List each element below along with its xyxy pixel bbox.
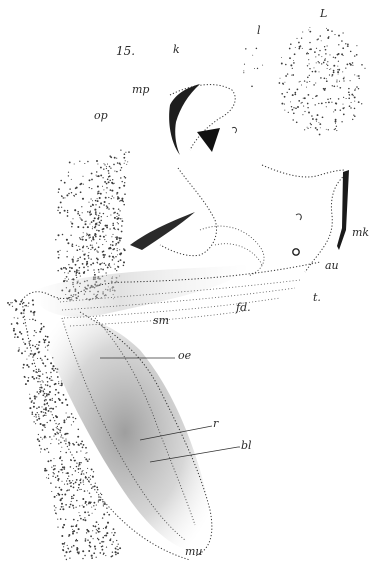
label-mp: mp xyxy=(132,84,149,95)
triangular-mark xyxy=(197,128,220,152)
label-mk: mk xyxy=(352,227,369,238)
label-op: op xyxy=(94,110,108,121)
tongue-contour xyxy=(160,168,217,256)
label-oe: oe xyxy=(178,350,191,361)
right-contour xyxy=(305,175,345,272)
tongue-dark-edge xyxy=(130,212,195,250)
mp-dark-fold xyxy=(169,84,200,155)
figure-number: 15. xyxy=(116,45,135,57)
label-au: au xyxy=(325,260,339,271)
label-fd: fd. xyxy=(236,302,251,313)
upper-right-tissue-stipple xyxy=(279,27,366,135)
small-hook xyxy=(296,214,301,220)
mk-dark-bar xyxy=(337,170,349,250)
label-l: l xyxy=(257,25,261,36)
label-L: L xyxy=(320,8,327,19)
upper-right-curve xyxy=(262,165,345,177)
label-r: r xyxy=(213,418,218,429)
label-sm: sm xyxy=(153,315,169,326)
small-hook-2 xyxy=(232,127,236,133)
au-ring xyxy=(293,249,299,255)
shaded-band xyxy=(35,265,250,317)
label-t: t. xyxy=(313,292,321,303)
mid-folds-2 xyxy=(215,244,262,265)
label-bl: bl xyxy=(241,440,252,451)
label-k: k xyxy=(173,44,180,55)
shaded-mass xyxy=(40,310,210,555)
small-tissue-stipple xyxy=(243,48,263,87)
label-mu: mu xyxy=(185,546,203,557)
